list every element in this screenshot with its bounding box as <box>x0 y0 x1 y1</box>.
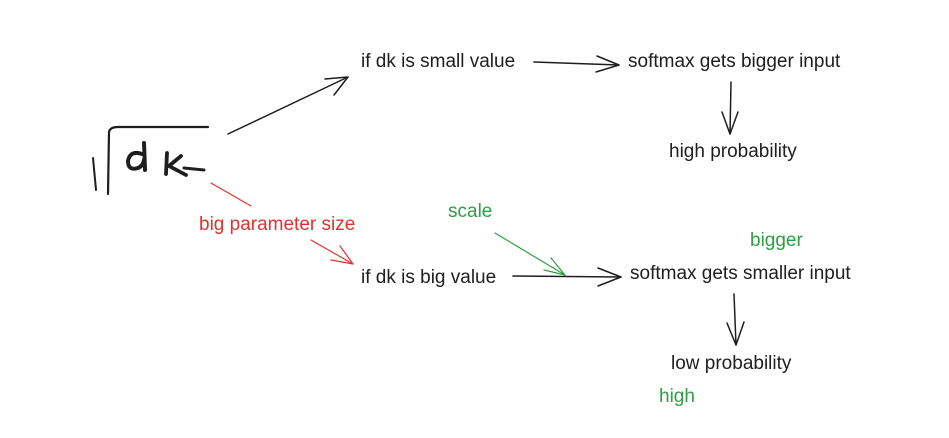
node-bigger-input: softmax gets bigger input <box>628 51 841 72</box>
node-small-value: if dk is small value <box>361 51 516 72</box>
arrow-smaller-input-to-low-probability <box>726 293 745 346</box>
annotation-bigger: bigger <box>750 230 803 251</box>
arrow-scale-annotation <box>494 232 566 276</box>
arrow-sqrt-to-small-value <box>227 76 349 135</box>
line-dk-to-parameter-size <box>210 182 252 207</box>
arrow-big-to-smaller-input <box>512 267 622 287</box>
arrow-bigger-input-to-high-probability <box>721 81 739 135</box>
node-high-probability: high probability <box>669 141 797 162</box>
node-smaller-input: softmax gets smaller input <box>630 263 851 284</box>
arrow-parameter-size-to-big-value <box>310 239 354 265</box>
arrow-small-to-bigger-input <box>533 55 620 73</box>
annotation-scale: scale <box>448 201 493 222</box>
annotation-high: high <box>659 386 695 407</box>
sqrt-dk-formula: dk <box>86 120 216 205</box>
node-low-probability: low probability <box>671 353 792 374</box>
node-big-value: if dk is big value <box>361 267 497 288</box>
square-root-symbol <box>92 125 210 196</box>
annotation-big-parameter-size: big parameter size <box>199 214 356 235</box>
